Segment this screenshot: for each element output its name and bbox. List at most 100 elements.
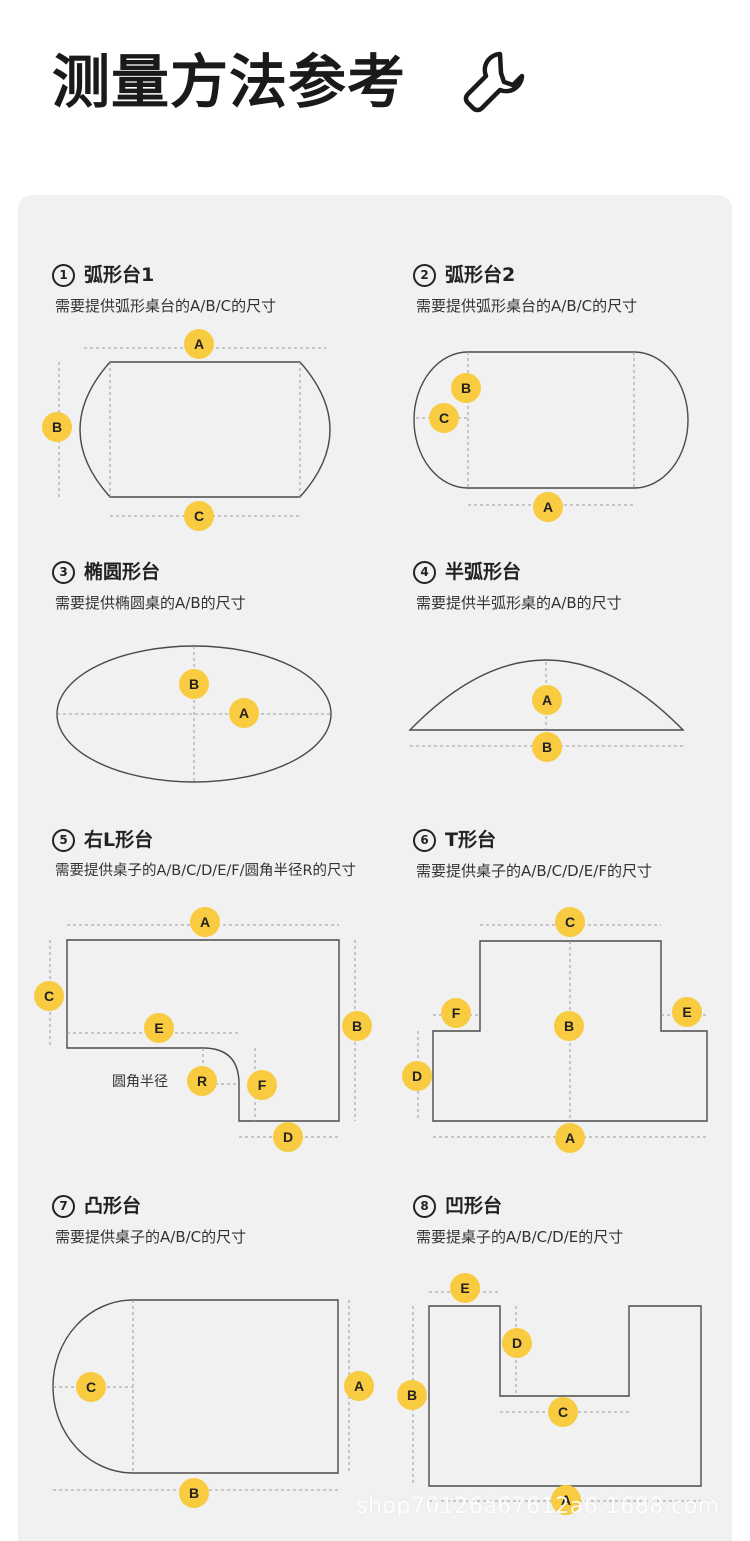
section-3-desc: 需要提供椭圆桌的A/B的尺寸: [55, 594, 246, 612]
dim-badge: E: [450, 1273, 480, 1303]
diagram-concave-table: E D B C A: [397, 1273, 702, 1515]
dim-badge: A: [551, 1485, 581, 1515]
section-8-title: 8 凹形台: [413, 1194, 502, 1218]
svg-text:A: A: [542, 692, 552, 708]
svg-text:B: B: [189, 1485, 199, 1501]
diagram-t-table: C F B E D A: [402, 907, 708, 1153]
dim-badge: C: [548, 1397, 578, 1427]
dim-badge: C: [34, 981, 64, 1011]
svg-text:B: B: [542, 739, 552, 755]
dim-badge: C: [184, 501, 214, 531]
diagram-convex-table: C A B: [52, 1299, 374, 1508]
svg-text:A: A: [565, 1130, 575, 1146]
section-number: 5: [52, 829, 75, 852]
section-number: 8: [413, 1195, 436, 1218]
svg-text:B: B: [52, 419, 62, 435]
section-1-desc: 需要提供弧形桌台的A/B/C的尺寸: [55, 297, 277, 315]
dim-badge: R: [187, 1066, 217, 1096]
svg-text:F: F: [258, 1077, 267, 1093]
dim-badge: C: [76, 1372, 106, 1402]
dim-badge: A: [532, 685, 562, 715]
section-number: 4: [413, 561, 436, 584]
section-number: 1: [52, 264, 75, 287]
svg-text:E: E: [154, 1020, 163, 1036]
section-number: 6: [413, 829, 436, 852]
section-4-desc: 需要提供半弧形桌的A/B的尺寸: [416, 594, 622, 612]
dim-badge: E: [144, 1013, 174, 1043]
corner-radius-note: 圆角半径: [112, 1074, 168, 1090]
svg-text:C: C: [86, 1379, 96, 1395]
diagram-right-l-table: 圆角半径 A C E B R F D: [34, 907, 372, 1152]
svg-text:A: A: [200, 914, 210, 930]
dim-badge: D: [402, 1061, 432, 1091]
svg-text:D: D: [283, 1129, 293, 1145]
section-1-title: 1 弧形台1: [52, 263, 154, 287]
section-5-desc: 需要提供桌子的A/B/C/D/E/F/圆角半径R的尺寸: [55, 863, 357, 879]
watermark: shop70126a67612a6.1688.com: [356, 1494, 720, 1519]
section-number: 7: [52, 1195, 75, 1218]
dim-badge: B: [397, 1380, 427, 1410]
dim-badge: B: [179, 669, 209, 699]
section-name: 弧形台1: [84, 264, 155, 286]
svg-text:A: A: [239, 705, 249, 721]
dim-badge: E: [672, 997, 702, 1027]
dim-badge: F: [441, 998, 471, 1028]
svg-text:B: B: [407, 1387, 417, 1403]
section-2-title: 2 弧形台2: [413, 263, 515, 287]
section-4-title: 4 半弧形台: [413, 560, 521, 584]
svg-text:C: C: [565, 914, 575, 930]
section-name: 凸形台: [84, 1195, 142, 1217]
measurement-panel: [18, 195, 732, 1541]
svg-text:C: C: [44, 988, 54, 1004]
diagram-half-arc-table: A B: [408, 659, 685, 762]
svg-text:B: B: [564, 1018, 574, 1034]
section-name: 弧形台2: [445, 264, 516, 286]
svg-text:E: E: [682, 1004, 691, 1020]
section-name: 凹形台: [445, 1195, 503, 1217]
dim-badge: B: [342, 1011, 372, 1041]
section-number: 2: [413, 264, 436, 287]
section-6-desc: 需要提供桌子的A/B/C/D/E/F的尺寸: [416, 862, 652, 880]
svg-text:B: B: [189, 676, 199, 692]
svg-text:A: A: [354, 1378, 364, 1394]
section-number: 3: [52, 561, 75, 584]
dim-badge: B: [451, 373, 481, 403]
dim-badge: A: [184, 329, 214, 359]
svg-text:C: C: [439, 410, 449, 426]
dim-badge: C: [429, 403, 459, 433]
svg-text:A: A: [543, 499, 553, 515]
dim-badge: A: [555, 1123, 585, 1153]
section-2-desc: 需要提供弧形桌台的A/B/C的尺寸: [416, 297, 638, 315]
svg-text:C: C: [194, 508, 204, 524]
diagram-arc-table-2: B C A: [413, 351, 689, 522]
dim-badge: A: [533, 492, 563, 522]
section-name: 右L形台: [84, 829, 154, 851]
section-7-title: 7 凸形台: [52, 1194, 141, 1218]
section-5-title: 5 右L形台: [52, 828, 153, 852]
svg-text:A: A: [194, 336, 204, 352]
dim-badge: B: [42, 412, 72, 442]
svg-text:C: C: [558, 1404, 568, 1420]
svg-text:B: B: [461, 380, 471, 396]
dim-badge: B: [532, 732, 562, 762]
page-title: 测量方法参考: [52, 48, 407, 116]
dim-badge: B: [179, 1478, 209, 1508]
section-8-desc: 需要提桌子的A/B/C/D/E的尺寸: [416, 1228, 624, 1246]
svg-text:A: A: [561, 1492, 571, 1508]
section-name: 半弧形台: [445, 561, 522, 583]
diagram-ellipse-table: B A: [56, 645, 332, 783]
svg-text:D: D: [512, 1335, 522, 1351]
dim-badge: F: [247, 1070, 277, 1100]
section-7-desc: 需要提供桌子的A/B/C的尺寸: [55, 1228, 247, 1246]
dim-badge: C: [555, 907, 585, 937]
svg-text:B: B: [352, 1018, 362, 1034]
dim-badge: D: [502, 1328, 532, 1358]
diagram-arc-table-1: A B C: [42, 329, 331, 531]
svg-text:E: E: [460, 1280, 469, 1296]
wrench-icon: [463, 51, 525, 113]
dim-badge: A: [229, 698, 259, 728]
svg-text:R: R: [197, 1073, 207, 1089]
